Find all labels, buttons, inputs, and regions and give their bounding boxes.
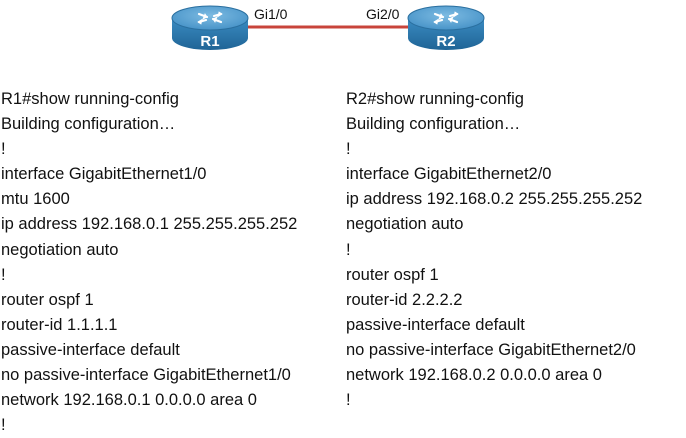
network-topology: R1 R2 Gi1/0 Gi2/0 bbox=[0, 0, 686, 80]
topology-drawing: R1 R2 bbox=[171, 5, 485, 50]
r2-port-label: Gi2/0 bbox=[366, 6, 400, 22]
r1-port-label: Gi1/0 bbox=[254, 6, 288, 22]
config-line: ! bbox=[346, 391, 351, 410]
config-line: R2#show running-config bbox=[346, 90, 524, 108]
config-line: ! bbox=[346, 240, 351, 259]
config-line: Building configuration… bbox=[1, 115, 176, 134]
config-line: ! bbox=[1, 265, 6, 284]
config-line: ip address 192.168.0.1 255.255.255.252 bbox=[1, 215, 298, 234]
config-line: router-id 1.1.1.1 bbox=[1, 315, 118, 334]
router-r2-icon bbox=[407, 5, 485, 50]
config-line: Building configuration… bbox=[346, 115, 521, 134]
config-line: ip address 192.168.0.2 255.255.255.252 bbox=[346, 190, 643, 209]
config-line: negotiation auto bbox=[346, 215, 464, 234]
config-line: network 192.168.0.1 0.0.0.0 area 0 bbox=[1, 391, 257, 410]
config-line: ! bbox=[1, 140, 6, 159]
config-line: interface GigabitEthernet1/0 bbox=[1, 165, 207, 184]
r2-running-config: R2#show running-config Building configur… bbox=[346, 87, 642, 413]
config-line: negotiation auto bbox=[1, 240, 119, 259]
config-line: router-id 2.2.2.2 bbox=[346, 290, 463, 309]
config-line: ! bbox=[1, 416, 6, 435]
router-r1-icon bbox=[171, 5, 249, 50]
config-line: R1#show running-config bbox=[1, 90, 179, 108]
config-line: router ospf 1 bbox=[1, 290, 94, 309]
config-line: no passive-interface GigabitEthernet2/0 bbox=[346, 340, 636, 359]
router-r2-label: R2 bbox=[436, 33, 455, 50]
config-line: no passive-interface GigabitEthernet1/0 bbox=[1, 366, 291, 385]
config-line: interface GigabitEthernet2/0 bbox=[346, 165, 552, 184]
config-line: network 192.168.0.2 0.0.0.0 area 0 bbox=[346, 366, 602, 385]
config-line: router ospf 1 bbox=[346, 265, 439, 284]
r1-running-config: R1#show running-config Building configur… bbox=[1, 87, 297, 438]
config-line: ! bbox=[346, 140, 351, 159]
config-line: passive-interface default bbox=[1, 340, 180, 359]
config-line: mtu 1600 bbox=[1, 190, 70, 209]
router-r1-label: R1 bbox=[200, 33, 219, 50]
config-line: passive-interface default bbox=[346, 315, 525, 334]
